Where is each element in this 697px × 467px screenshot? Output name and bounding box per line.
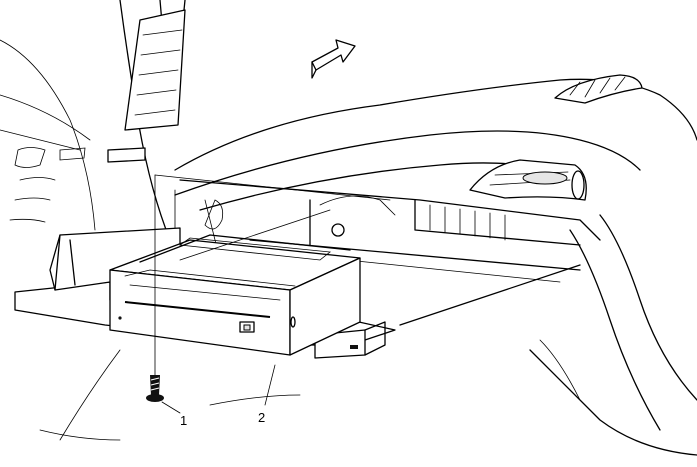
side-vent xyxy=(107,9,186,163)
dashboard-top xyxy=(174,78,697,211)
lower-console xyxy=(39,349,301,441)
alignment-lines xyxy=(154,174,391,376)
defrost-vent xyxy=(554,74,643,104)
callout-label-1: 1 xyxy=(180,413,187,428)
callout-leader-1 xyxy=(161,401,181,414)
door-trim xyxy=(9,147,86,223)
screw xyxy=(146,375,164,402)
center-vent xyxy=(469,159,587,201)
callout-leader-2 xyxy=(264,364,276,406)
right-panel xyxy=(529,214,697,456)
callout-label-2: 2 xyxy=(258,410,265,425)
direction-arrow-icon xyxy=(311,39,356,79)
